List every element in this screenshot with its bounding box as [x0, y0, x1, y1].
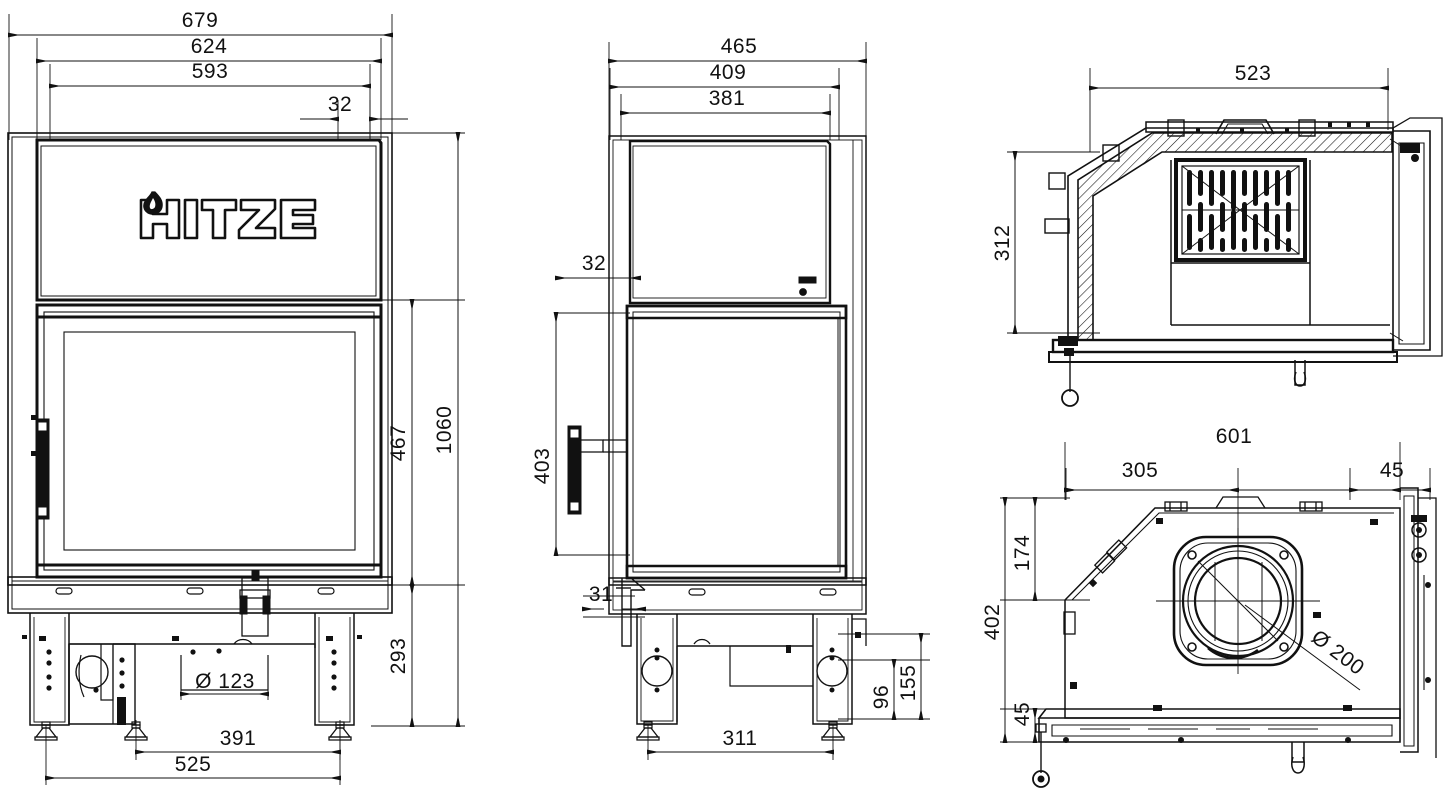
plan-dim-lines [1002, 487, 1431, 743]
side-left-bracket [616, 577, 646, 647]
section-bottom-pins [1058, 336, 1078, 356]
side-view: 465 409 381 32 403 31 311 155 96 [531, 35, 930, 760]
section-grate [1174, 158, 1307, 262]
section-right-frame [1389, 117, 1443, 357]
dim-plan-45-left: 45 [1011, 702, 1034, 726]
brand-logo [139, 191, 317, 240]
side-upper-panel [628, 139, 832, 305]
dim-section-523: 523 [1235, 62, 1272, 85]
skirt-slots [55, 587, 335, 595]
section-dim-lines [1012, 85, 1389, 334]
dim-front-624: 624 [191, 35, 228, 58]
dim-front-1060: 1060 [433, 406, 456, 455]
plan-chamfer-fittings [1063, 539, 1128, 635]
dim-plan-402: 402 [981, 604, 1004, 641]
dim-side-96: 96 [870, 685, 893, 709]
section-air-inlet [1044, 144, 1120, 234]
plan-flue-collar [1156, 528, 1320, 674]
dim-side-409: 409 [710, 61, 747, 84]
dim-front-679: 679 [182, 9, 219, 32]
dim-side-32: 32 [582, 252, 606, 275]
side-base-holes [654, 632, 861, 693]
dim-front-525: 525 [175, 753, 212, 776]
dim-side-31: 31 [589, 583, 613, 606]
side-door-handle [567, 425, 627, 515]
dim-front-593: 593 [192, 60, 229, 83]
plan-ashpan-pull [1291, 742, 1305, 774]
plan-top-lugs [1164, 496, 1323, 512]
section-right-latch [1400, 143, 1420, 162]
dim-side-465: 465 [721, 35, 758, 58]
front-view-dim-lines [8, 32, 461, 781]
front-base-holes [22, 635, 362, 693]
section-chamber [1170, 160, 1390, 326]
dim-plan-305: 305 [1122, 459, 1159, 482]
dim-side-155: 155 [897, 665, 920, 702]
dim-side-311: 311 [723, 727, 758, 750]
dim-plan-45-top: 45 [1380, 459, 1404, 482]
dim-plan-601: 601 [1216, 425, 1253, 448]
dim-plan-174: 174 [1011, 535, 1034, 572]
dim-front-32: 32 [328, 93, 352, 116]
section-bottom [1048, 338, 1398, 407]
front-upper-panel [35, 138, 383, 302]
section-view: 523 312 [991, 62, 1443, 407]
side-view-extension-lines [555, 42, 930, 760]
plan-pins [1070, 518, 1378, 711]
plan-right-hardware [1411, 515, 1431, 683]
section-top-pins [1196, 122, 1370, 133]
front-foot-stem [117, 697, 126, 725]
dim-section-312: 312 [991, 225, 1014, 262]
front-lower-skirt [7, 576, 393, 614]
flame-icon [143, 191, 163, 215]
dim-front-dia123: Ø 123 [195, 670, 255, 693]
plan-right-frame [1400, 487, 1437, 758]
side-view-dim-lines [553, 58, 924, 755]
door-latch [31, 415, 50, 520]
front-center-column [239, 570, 271, 637]
dim-front-293: 293 [387, 638, 410, 675]
dim-side-403: 403 [531, 448, 554, 485]
plan-lever [1032, 723, 1050, 788]
section-top-plate [1145, 119, 1394, 137]
side-lower-skirt [608, 577, 867, 615]
section-baffle [1077, 132, 1393, 341]
dim-side-381: 381 [709, 87, 746, 110]
plan-bottom-holes [1063, 737, 1351, 743]
dim-front-467: 467 [387, 425, 410, 462]
plan-bottom-lip [1037, 708, 1401, 743]
dim-front-391: 391 [220, 727, 257, 750]
front-view: 679 624 593 32 1060 467 293 Ø 123 391 52… [7, 9, 465, 785]
grate-slots [1187, 170, 1291, 252]
